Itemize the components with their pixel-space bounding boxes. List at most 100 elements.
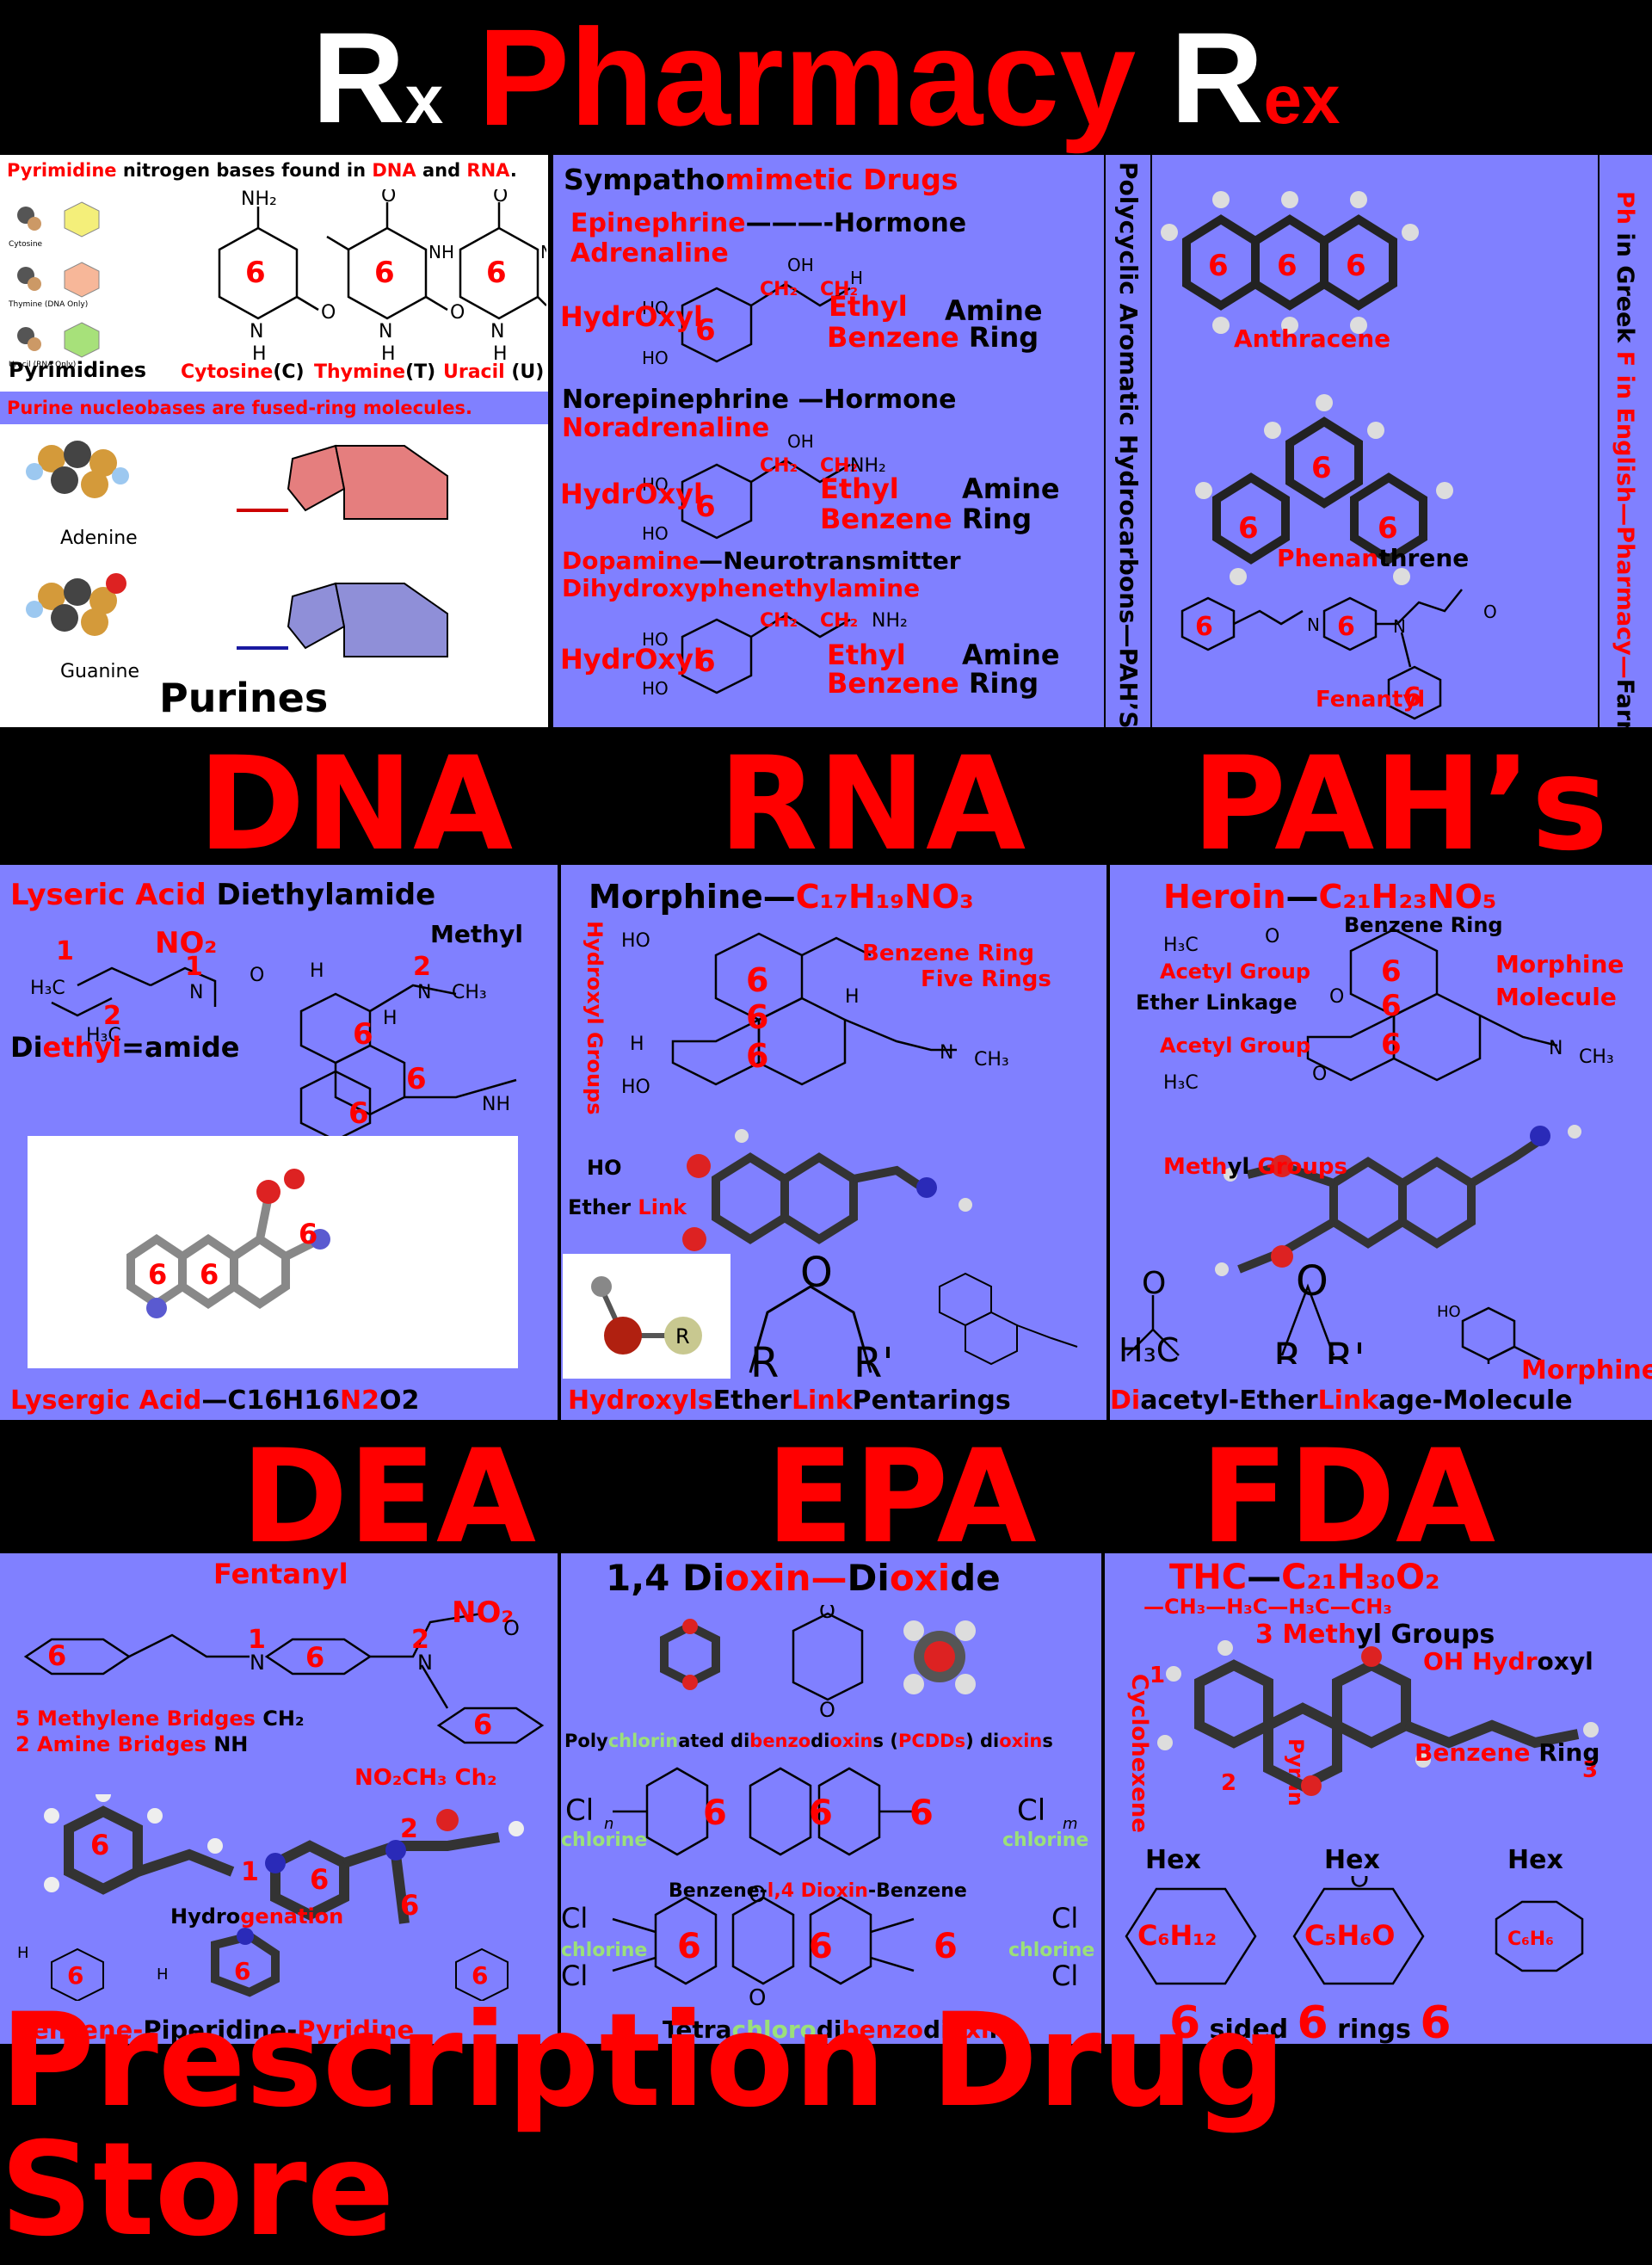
svg-text:O: O — [1329, 986, 1344, 1008]
hex-c6h6: C₆H₆ — [1507, 1929, 1554, 1950]
cytosine-ring-number: 6 — [245, 256, 266, 290]
svg-text:6: 6 — [1195, 612, 1213, 642]
svg-text:HO: HO — [642, 474, 669, 495]
svg-text:HO: HO — [642, 298, 669, 318]
lsd-ball-model: 6 6 6 — [126, 1169, 330, 1318]
norepinephrine-ethyl: Ethyl — [820, 472, 899, 505]
svg-text:N: N — [250, 1651, 265, 1675]
svg-text:O: O — [800, 1252, 833, 1297]
svg-text:6: 6 — [909, 1793, 934, 1833]
svg-text:O: O — [503, 1616, 520, 1640]
footer-title: Prescription Drug Store — [0, 1986, 1286, 2265]
fentanyl-title: Fentanyl — [213, 1558, 348, 1590]
epinephrine-ring — [681, 287, 753, 363]
hydrogenation-label: Hydrogenation — [170, 1904, 344, 1929]
catecholamine-structures: HO HO HO HO HO HO OH OH H 6 6 6 CH₂ CH₂ … — [642, 255, 908, 699]
svg-text:2: 2 — [400, 1814, 418, 1844]
heroin-bottom-caption: Diacetyl-EtherLinkage-Molecule — [1110, 1386, 1573, 1416]
norepinephrine-amine: Amine — [962, 472, 1060, 505]
purine-caption: Purine nucleobases are fused-ring molecu… — [7, 398, 472, 418]
svg-text:CH₂: CH₂ — [820, 279, 858, 300]
svg-text:2: 2 — [1221, 1770, 1236, 1796]
svg-text:CH₂: CH₂ — [760, 610, 798, 632]
phenanthrene-model — [1212, 417, 1427, 565]
dioxin-models: O O — [660, 1605, 976, 1722]
svg-text:6: 6 — [934, 1927, 958, 1966]
svg-text:6: 6 — [1337, 612, 1355, 642]
uracil-h: H — [493, 343, 508, 365]
svg-text:Cl: Cl — [561, 1902, 588, 1935]
svg-text:N: N — [1393, 616, 1406, 637]
morphine-bottom-label: Morphine — [1521, 1355, 1652, 1386]
svg-text:HO: HO — [642, 348, 669, 368]
svg-text:HO: HO — [642, 523, 669, 544]
molecule-label: Molecule — [1495, 983, 1617, 1011]
epinephrine-ethyl: Ethyl — [829, 290, 908, 323]
banner-rna: RNA — [718, 730, 1026, 879]
thymine-o2: O — [450, 302, 465, 324]
svg-text:O: O — [819, 1698, 835, 1722]
guanine-model — [26, 573, 126, 636]
svg-text:chlorine: chlorine — [561, 1940, 647, 1961]
fentanyl-bottom-caption: Benzene-Piperidine-Pyridine — [13, 2015, 415, 2044]
dopamine-hydroxyl: HydrOxyl — [560, 643, 703, 676]
anthracene-model — [1182, 214, 1397, 311]
pah-vertical-text: Polycyclic Aromatic Hydrocarbons—PAH’S — [1114, 162, 1143, 727]
no2ch3-label: NO₂CH₃ Ch₂ — [354, 1765, 497, 1791]
svg-text:6: 6 — [1208, 249, 1229, 283]
hex-label-2: Hex — [1324, 1845, 1380, 1875]
svg-text:1: 1 — [185, 952, 203, 982]
cytosine-n: N — [250, 321, 263, 343]
morphine-ho-top: HO — [587, 1156, 622, 1180]
norepinephrine-label: Norepinephrine —Hormone — [562, 385, 957, 415]
svg-text:CH₃: CH₃ — [452, 982, 487, 1003]
thymine-n: N — [379, 321, 392, 343]
h3c-acetyl-bottom: H₃C — [1119, 1331, 1180, 1369]
banner-epa: EPA — [766, 1423, 1037, 1572]
svg-text:O: O — [749, 1985, 766, 2011]
svg-text:6: 6 — [406, 1062, 427, 1096]
svg-text:chlorine: chlorine — [1002, 1830, 1088, 1851]
lsd-title: Lyseric Acid Diethylamide — [10, 878, 436, 912]
guanine-label: Guanine — [60, 661, 140, 682]
svg-text:H: H — [157, 1966, 169, 1984]
piperidine-model — [211, 1928, 280, 1997]
cytosine-mini-model — [17, 201, 100, 238]
svg-text:6: 6 — [148, 1258, 167, 1291]
lsd-panel: Lyseric Acid Diethylamide NO₂ Methyl 1 1… — [0, 865, 558, 1420]
svg-text:HO: HO — [1437, 1303, 1461, 1321]
svg-text:CH₃: CH₃ — [1579, 1046, 1614, 1068]
svg-text:chlorine: chlorine — [1008, 1940, 1094, 1961]
svg-text:NH₂: NH₂ — [872, 610, 908, 632]
svg-text:R: R — [675, 1324, 690, 1349]
svg-text:O: O — [250, 965, 264, 986]
tcdd-caption: Tetrachlorodibenzodioxin — [663, 2015, 1007, 2044]
mini-label-thymine: Thymine (DNA Only) — [8, 300, 88, 309]
uracil-ring-number: 6 — [486, 256, 507, 290]
svg-text:O: O — [1265, 926, 1279, 947]
hex-label-1: Hex — [1145, 1845, 1201, 1875]
svg-text:H: H — [17, 1944, 29, 1962]
svg-text:6: 6 — [1403, 682, 1421, 713]
norepinephrine-hydroxyl: HydrOxyl — [560, 478, 703, 510]
hydroxyl-model: R — [591, 1276, 702, 1355]
svg-text:CH₂: CH₂ — [760, 455, 798, 477]
svg-text:6: 6 — [90, 1829, 109, 1861]
svg-text:6: 6 — [1381, 954, 1402, 989]
adenine-structure — [237, 444, 448, 520]
svg-text:H: H — [383, 1008, 398, 1029]
fenantyl-label: Fenantyl — [1316, 687, 1426, 713]
base-label-thymine: Thymine(T) — [314, 361, 436, 383]
anthracene-label: Anthracene — [1234, 324, 1391, 353]
norepinephrine-benzene-ring: Benzene Ring — [820, 503, 1032, 535]
title-x: x — [404, 61, 444, 138]
adenine-model — [26, 441, 129, 498]
ether-and-pentarings: R O R' — [749, 1252, 1078, 1381]
thc-title: THC—C₂₁H₃₀O₂ — [1169, 1558, 1440, 1597]
svg-text:H: H — [630, 1034, 644, 1055]
svg-text:6: 6 — [310, 1863, 329, 1896]
cytosine-h: H — [252, 343, 267, 365]
hydroxyl-model-box: R — [563, 1254, 730, 1379]
svg-text:H: H — [845, 986, 860, 1008]
svg-text:R': R' — [854, 1339, 894, 1381]
